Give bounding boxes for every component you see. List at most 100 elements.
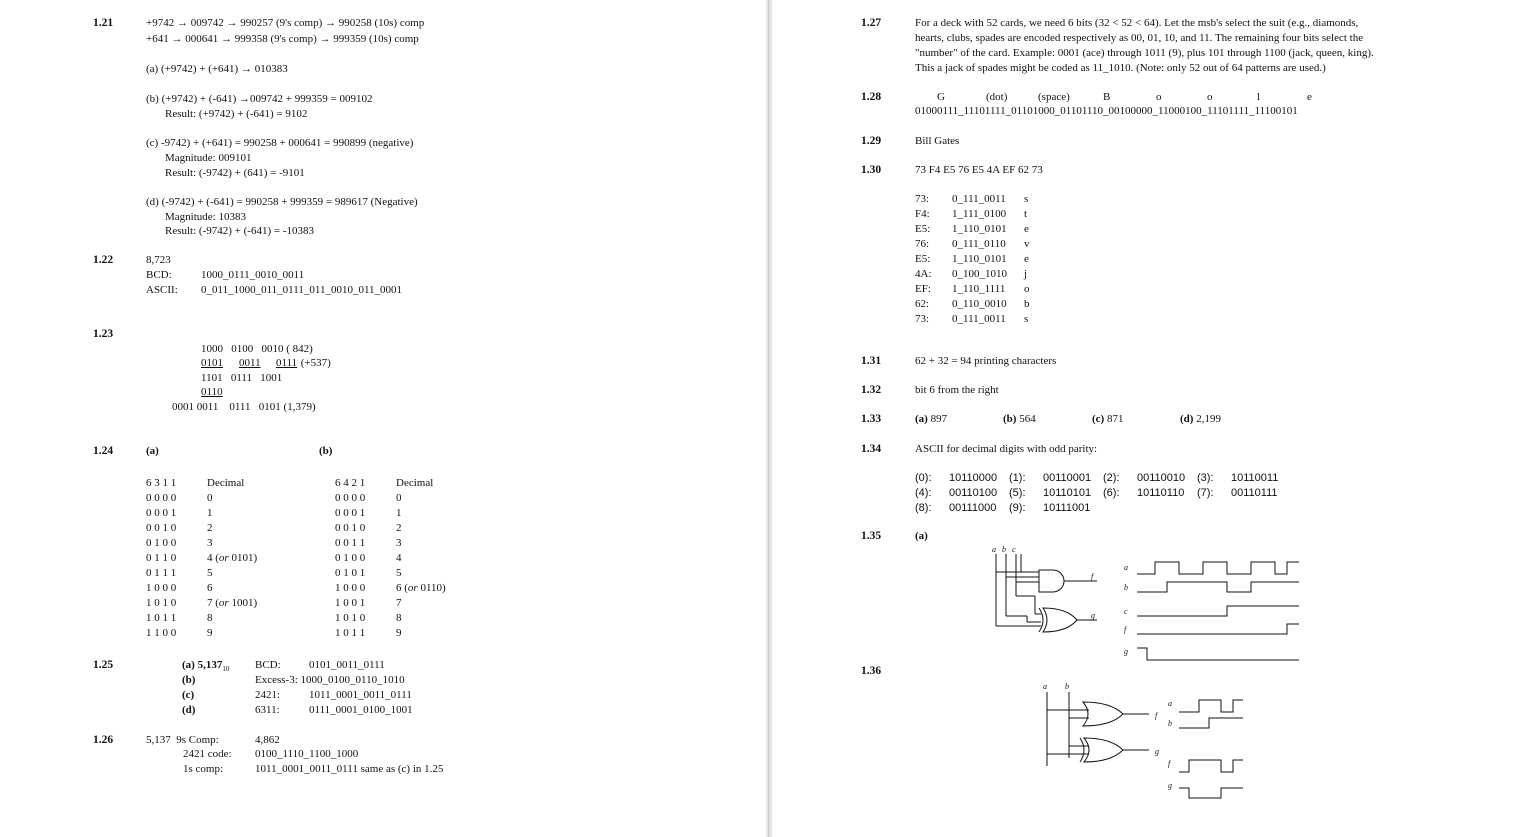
char-cell: v: [1024, 238, 1030, 250]
table-row: F4: 1_111_0100 t: [915, 207, 1030, 222]
problem-number: 1.21: [93, 17, 114, 29]
char-cell: j: [1024, 268, 1028, 280]
table-row: (4):00110100(5):10110101(6):10110110(7):…: [915, 486, 1291, 501]
problem-number: 1.30: [861, 164, 882, 176]
table-cell: 5: [396, 567, 402, 579]
text-line: 1011_0001_0011_0111 same as (c) in 1.25: [255, 763, 444, 775]
output-label-f: f: [1155, 711, 1159, 720]
table-cell: 0 0 1 0: [335, 522, 366, 534]
ascii-char-label: o: [1156, 91, 1162, 103]
label: 6311:: [255, 704, 280, 716]
digit-label: (8):: [915, 502, 932, 514]
table-cell: 9: [396, 627, 402, 639]
text-line: ASCII for decimal digits with odd parity…: [915, 443, 1098, 455]
input-label-b: b: [1065, 682, 1069, 691]
italic-or: or: [218, 552, 229, 564]
text-line: Result: (+9742) + (-641) = 9102: [165, 108, 308, 120]
ascii-char-label: l: [1257, 91, 1261, 103]
table-row: 0 0 1 0 2: [146, 521, 257, 536]
char-cell: t: [1024, 208, 1028, 220]
text-line: 0111_0001_0100_1001: [309, 704, 413, 716]
part-label: (a): [915, 530, 928, 542]
output-label-f: f: [1091, 572, 1095, 581]
char-cell: e: [1024, 223, 1029, 235]
table-cell: 1 1 0 0: [146, 627, 177, 639]
hex-cell: E5:: [915, 253, 931, 265]
right-page: 1.27 For a deck with 52 cards, we need 6…: [772, 0, 1536, 837]
text-line: 0001 0011 0111 0101 (1,379): [172, 401, 316, 413]
problem-number: 1.26: [93, 734, 114, 746]
label: BCD:: [146, 269, 172, 281]
text-line: 1101 0111 1001: [201, 372, 283, 384]
table-cell: 0 0 1 0: [146, 522, 177, 534]
input-label-a: a: [1043, 682, 1047, 691]
text-line: 01000111_11101111_01101000_01101110_0010…: [915, 105, 1298, 117]
digit-label: (3):: [1197, 472, 1214, 484]
char-cell: o: [1024, 283, 1030, 295]
text-line: hearts, clubs, spades are encoded respec…: [915, 32, 1364, 44]
label: 2421 code:: [183, 748, 232, 760]
subscript: 10: [222, 665, 230, 674]
parity-table: (0):10110000(1):00110001(2):00110010(3):…: [915, 471, 1291, 516]
wave-label-a: a: [1124, 563, 1128, 572]
logic-circuit-1-35: a b c f g a b c f g: [992, 545, 1299, 661]
table-cell: 4 (or 0101): [207, 552, 258, 564]
text-line: +641 → 000641 → 999358 (9's comp) → 9993…: [146, 33, 419, 45]
label: 2421:: [255, 689, 281, 701]
hex-cell: F4:: [915, 208, 930, 220]
problem-number: 1.24: [93, 445, 114, 457]
digit-label: (9):: [1009, 502, 1026, 514]
table-cell: 2: [396, 522, 402, 534]
table-cell: 8: [396, 612, 402, 624]
digit-label: (7):: [1197, 487, 1214, 499]
text-line: +9742 → 009742 → 990257 (9's comp) → 990…: [146, 17, 425, 29]
table-header-cell: Decimal: [207, 477, 245, 489]
wave-label-b: b: [1124, 583, 1128, 592]
table-cell: 0 0 1 1: [335, 537, 366, 549]
text-line: (d) (-9742) + (-641) = 990258 + 999359 =…: [146, 196, 418, 208]
part-label: (d): [182, 704, 196, 716]
text-line: 5,137 9s Comp:: [146, 734, 219, 746]
table-cell: 9: [207, 627, 213, 639]
binary-cell: 0_111_0011: [952, 313, 1006, 325]
text-line: Result: (-9742) + (641) = -9101: [165, 167, 305, 179]
table-row: 0 0 1 0 2: [335, 521, 446, 536]
parity-code: 10110011: [1231, 472, 1279, 484]
hex-cell: 76:: [915, 238, 930, 250]
hex-cell: 4A:: [915, 268, 932, 280]
table-row: (0):10110000(1):00110001(2):00110010(3):…: [915, 471, 1291, 486]
table-cell: 1 0 1 1: [335, 627, 366, 639]
part-label: (a) 5,137: [182, 659, 223, 671]
problem-number: 1.34: [861, 443, 882, 455]
table-cell: 2: [207, 522, 213, 534]
table-cell: 1 0 0 1: [335, 597, 366, 609]
problem-number: 1.28: [861, 91, 882, 103]
wave-label-g: g: [1124, 647, 1128, 656]
ascii-char-label: (space): [1038, 91, 1070, 103]
text-line: 8,723: [146, 254, 171, 266]
binary-cell: 1_111_0100: [952, 208, 1007, 220]
table-row: 1 0 1 1 9: [335, 626, 446, 641]
ascii-char-label: e: [1307, 91, 1312, 103]
text-line: This a jack of spades might be coded as …: [915, 62, 1326, 74]
text-line: Magnitude: 10383: [165, 211, 246, 223]
table-cell: 0 0 0 0: [335, 492, 366, 504]
table-cell: 1 0 0 0: [335, 582, 366, 594]
hex-cell: 73:: [915, 193, 930, 205]
text-line: Bill Gates: [915, 135, 960, 147]
part-label: (c): [182, 689, 195, 701]
table-header-cell: Decimal: [396, 477, 434, 489]
text-line: 62 + 32 = 94 printing characters: [915, 355, 1057, 367]
part-label: (a): [146, 445, 159, 457]
table-cell: 1 0 1 1: [146, 612, 177, 624]
binary-cell: 0_110_0010: [952, 298, 1007, 310]
binary-cell: 0_111_0011: [952, 193, 1006, 205]
